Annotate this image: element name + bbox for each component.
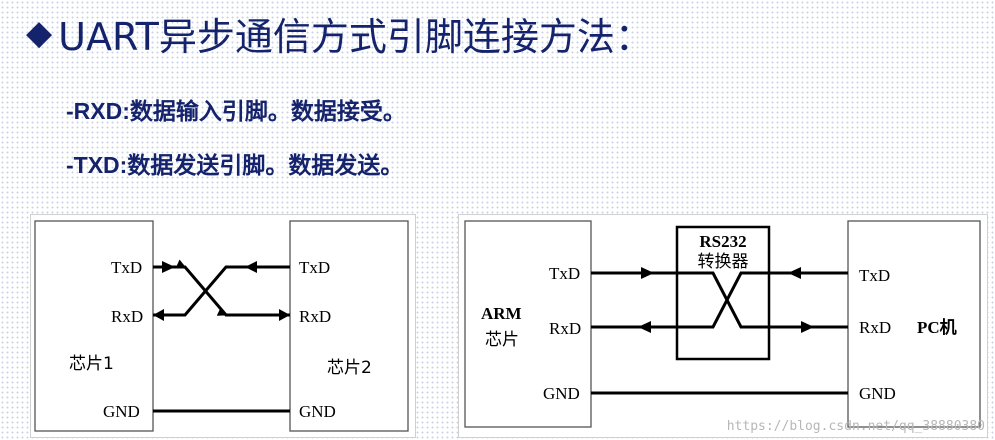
txd-text: 数据发送引脚。数据发送。: [127, 153, 404, 179]
watermark: https://blog.csdn.net/qq_38880380: [726, 419, 985, 434]
rxd-label: -RXD:: [66, 98, 130, 124]
chip2-box: [289, 220, 409, 432]
arrow-arm-rxd-icon: [638, 321, 651, 333]
arm-to-pc-svg: ARM 芯片 TxD RxD GND RS232 转换器 TxD RxD PC机…: [464, 220, 981, 428]
arrow-tx1-icon: [162, 261, 175, 273]
arrow-pc-rxd-icon: [801, 321, 814, 333]
converter-label-line2: 转换器: [698, 252, 749, 272]
arrow-arm-txd-icon: [641, 267, 654, 279]
arm-chip-box: [464, 220, 592, 428]
arm-rxd-label: RxD: [549, 319, 581, 338]
chip1-box: [34, 220, 154, 432]
pc-gnd-label: GND: [859, 384, 896, 403]
pc-txd-label: TxD: [859, 266, 890, 285]
chip-to-chip-svg: TxD RxD 芯片1 GND TxD RxD 芯片2 GND: [34, 220, 409, 432]
slide-title-text: UART异步通信方式引脚连接方法：: [58, 14, 653, 59]
chip1-txd-label: TxD: [111, 258, 142, 277]
chip2-txd-label: TxD: [299, 258, 330, 277]
pc-rxd-label: RxD: [859, 318, 891, 337]
chip2-name: 芯片2: [327, 358, 372, 378]
arm-name-line2: 芯片: [485, 330, 519, 350]
chip1-rxd-label: RxD: [111, 307, 143, 326]
pc-box: [847, 220, 981, 428]
arrow-rx2-icon: [279, 309, 290, 321]
chip1-gnd-label: GND: [103, 402, 140, 421]
slide-title: ◆ UART异步通信方式引脚连接方法：: [26, 8, 653, 59]
rxd-description: -RXD:数据输入引脚。数据接受。: [66, 92, 406, 126]
pc-name: PC机: [917, 317, 957, 337]
arm-gnd-label: GND: [543, 384, 580, 403]
chip2-gnd-label: GND: [299, 402, 336, 421]
arrow-tx2-icon: [245, 261, 257, 273]
chip-to-chip-diagram: TxD RxD 芯片1 GND TxD RxD 芯片2 GND: [30, 214, 416, 438]
arm-to-pc-diagram: ARM 芯片 TxD RxD GND RS232 转换器 TxD RxD PC机…: [458, 214, 988, 438]
diamond-bullet-icon: ◆: [26, 13, 53, 53]
arrow-pc-txd-icon: [788, 267, 801, 279]
converter-label-line1: RS232: [699, 232, 746, 251]
arm-name-line1: ARM: [481, 304, 522, 323]
txd-label: -TXD:: [66, 152, 128, 178]
chip1-name: 芯片1: [69, 354, 114, 374]
arm-txd-label: TxD: [549, 264, 580, 283]
chip2-rxd-label: RxD: [299, 307, 331, 326]
tx2-to-rx1-wire: [153, 265, 290, 317]
arrow-rx1-icon: [153, 309, 164, 321]
rxd-text: 数据输入引脚。数据接受。: [129, 99, 406, 125]
txd-description: -TXD:数据发送引脚。数据发送。: [66, 146, 403, 180]
